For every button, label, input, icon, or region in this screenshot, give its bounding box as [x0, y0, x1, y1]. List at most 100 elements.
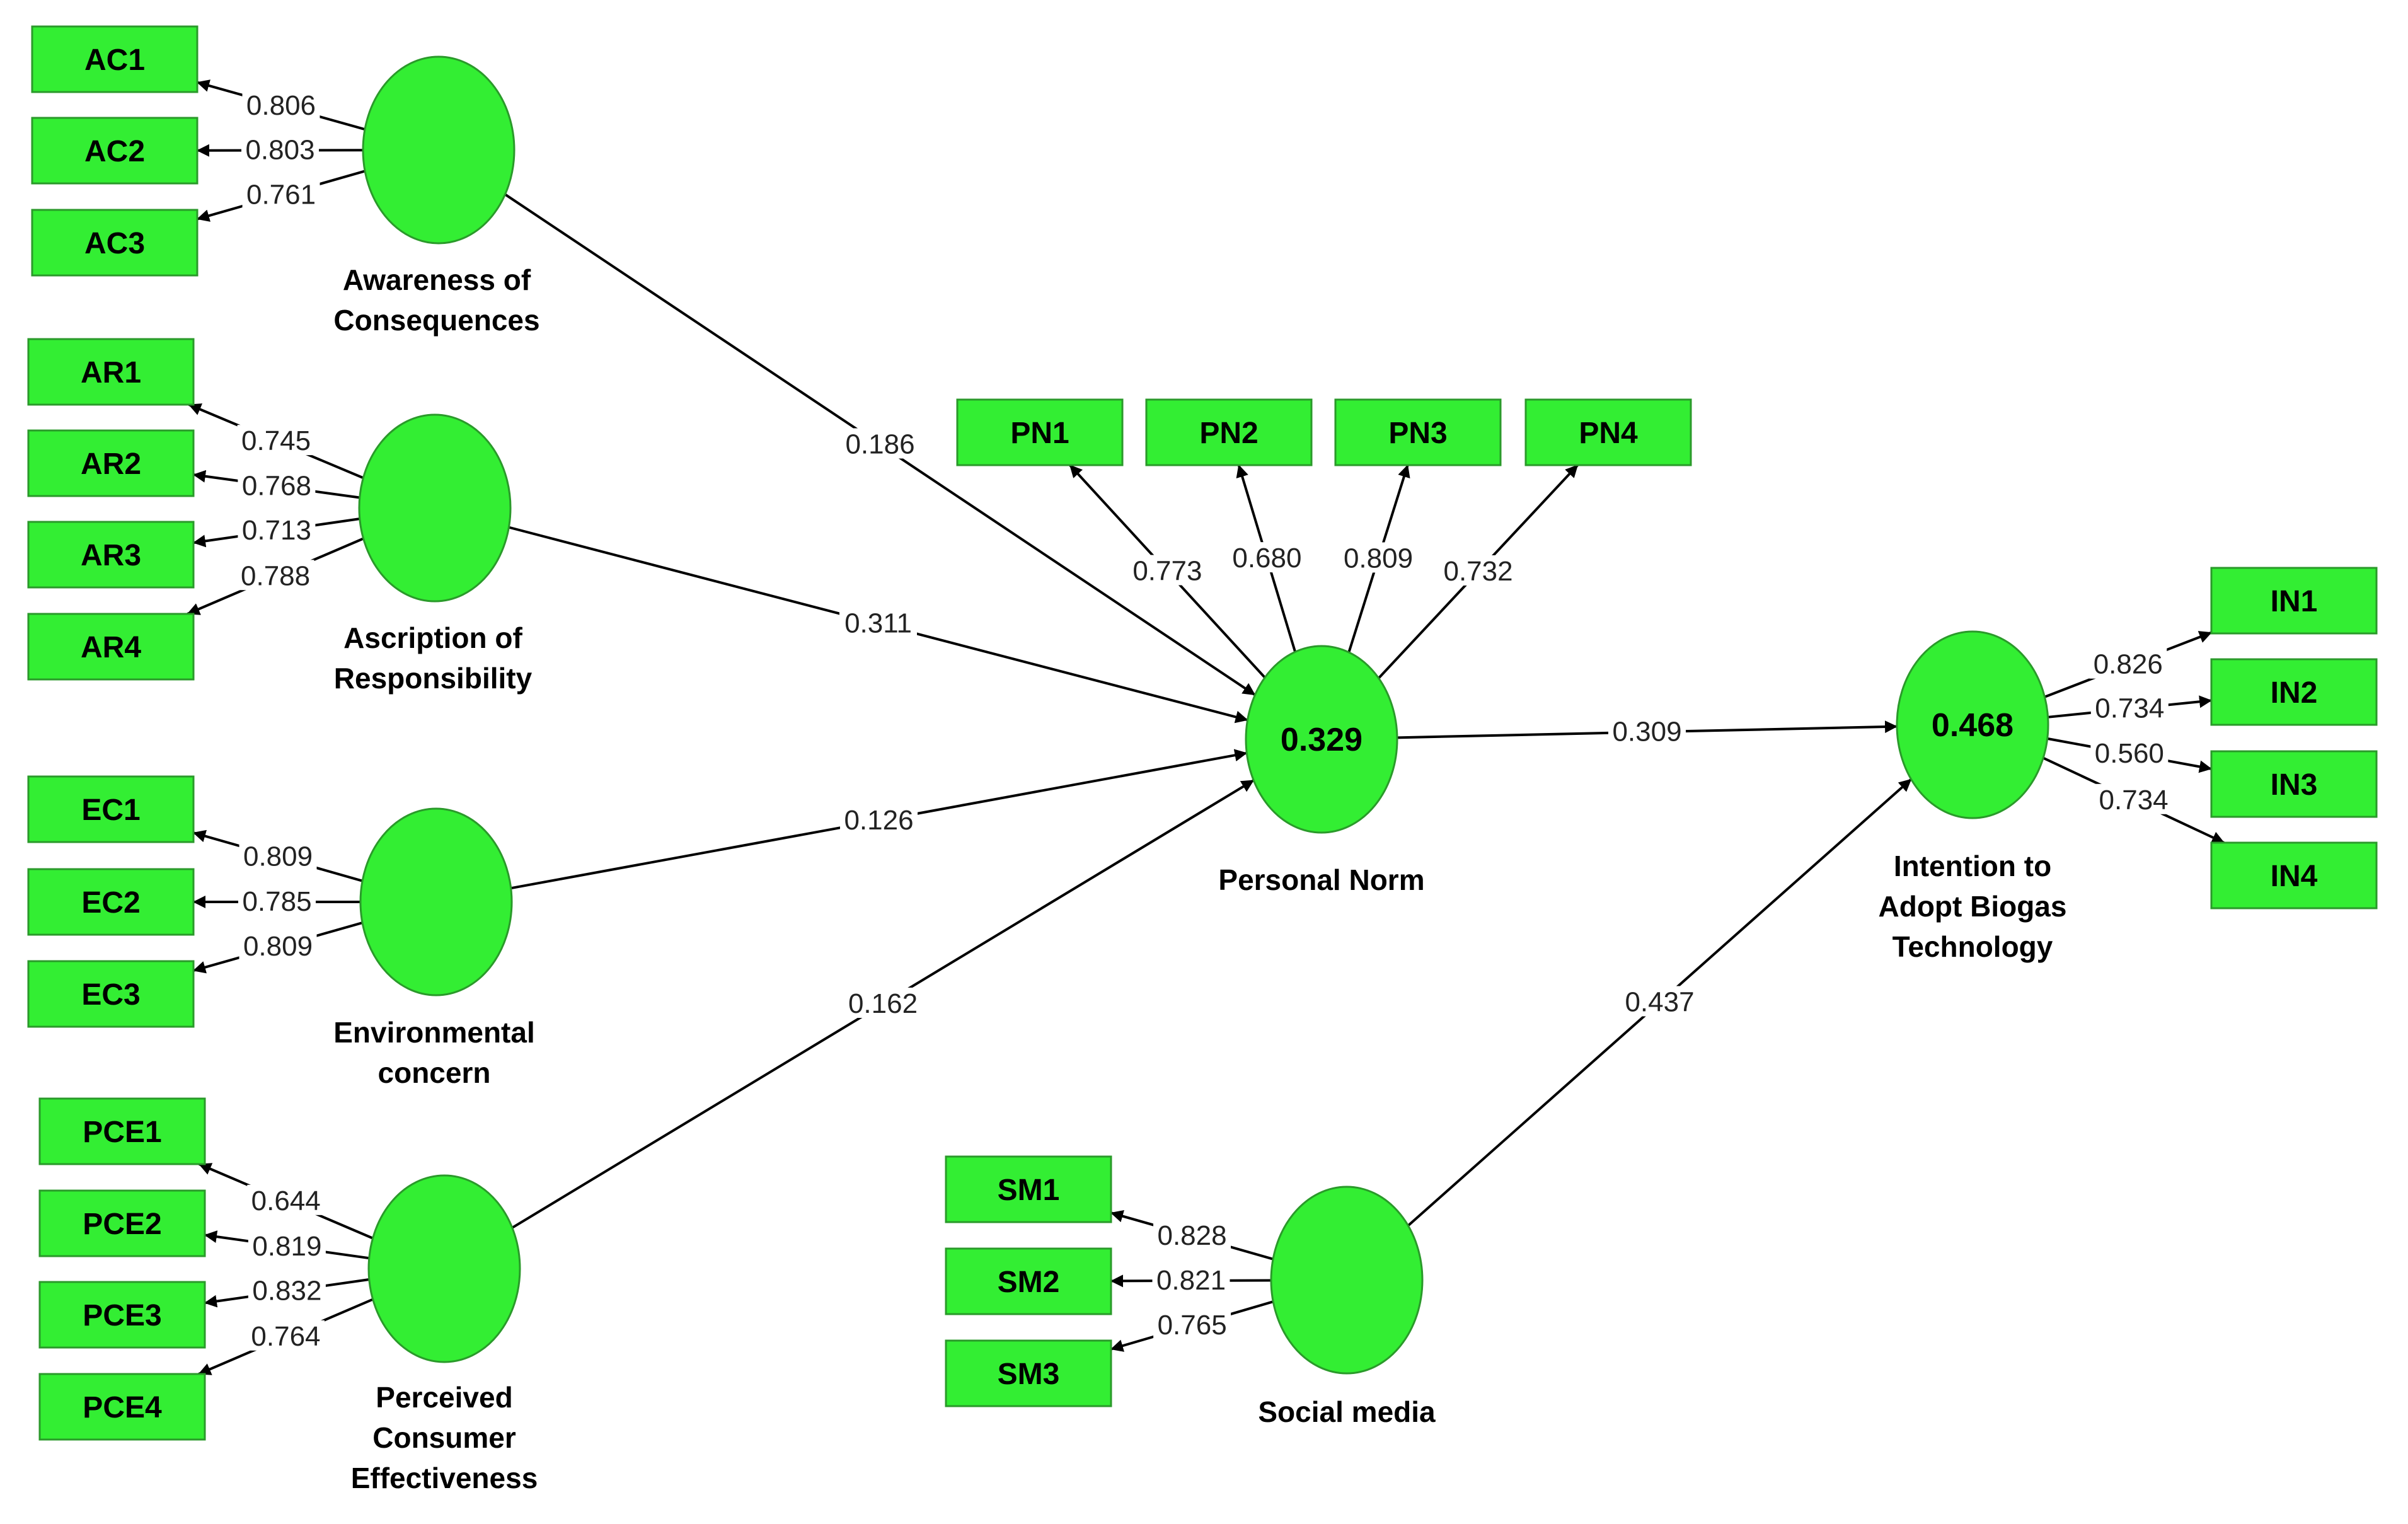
- indicator-box: [27, 613, 195, 681]
- loading-label-ec2-text: 0.785: [242, 886, 311, 917]
- indicator-label: EC1: [81, 794, 140, 827]
- indicator-label: PN3: [1388, 417, 1447, 450]
- loading-label-pn4-background: [1439, 555, 1518, 586]
- construct-ellipse: [1245, 645, 1398, 834]
- path-ac-to-pn-coefficient: 0.186: [841, 428, 919, 460]
- loading-label-pce2-text: 0.819: [252, 1231, 321, 1262]
- indicator-pn2[interactable]: PN2: [1145, 398, 1313, 466]
- construct-ellipse: [1896, 630, 2049, 819]
- indicator-box: [27, 960, 195, 1028]
- construct-sm[interactable]: Social media: [1258, 1186, 1436, 1428]
- indicator-ec1[interactable]: EC1: [27, 775, 195, 843]
- indicator-box: [2210, 567, 2378, 635]
- path-ec-to-pn-coefficient-background: [840, 804, 918, 834]
- path-ac-to-pn-coefficient-text: 0.186: [845, 429, 914, 460]
- construct-name-line: Technology: [1892, 930, 2053, 963]
- indicator-label: AR1: [81, 356, 141, 390]
- indicator-pce2[interactable]: PCE2: [38, 1189, 206, 1257]
- indicator-label: IN4: [2271, 860, 2318, 893]
- path-ec-to-pn-coefficient-text: 0.126: [844, 805, 913, 836]
- construct-name-line: concern: [378, 1056, 491, 1089]
- construct-ec[interactable]: Environmental concern: [333, 807, 535, 1089]
- indicator-in4[interactable]: IN4: [2210, 841, 2378, 909]
- loading-label-ar3: 0.713: [238, 514, 316, 546]
- indicator-ac3[interactable]: AC3: [31, 209, 199, 277]
- loading-label-ec3-text: 0.809: [243, 931, 313, 962]
- indicator-ac2[interactable]: AC2: [31, 117, 199, 185]
- indicator-label: AR2: [81, 447, 141, 481]
- construct-ellipse: [367, 1174, 521, 1363]
- loading-label-ar4-text: 0.788: [241, 560, 310, 591]
- loading-label-pn3-text: 0.809: [1344, 543, 1413, 574]
- indicator-label: AR3: [81, 539, 141, 572]
- path-ec-to-pn-coefficient: 0.126: [840, 804, 918, 836]
- path-sm-to-in-coefficient-background: [1621, 986, 1698, 1017]
- loading-label-ac1-text: 0.806: [246, 90, 316, 121]
- loading-label-ac2: 0.803: [241, 134, 320, 165]
- construct-ellipse: [358, 413, 512, 603]
- path-ar-to-pn-coefficient-text: 0.311: [844, 608, 912, 639]
- indicator-in3[interactable]: IN3: [2210, 750, 2378, 818]
- loading-label-ar2-background: [238, 470, 316, 500]
- indicator-ec2[interactable]: EC2: [27, 868, 195, 936]
- loading-label-ac3-text: 0.761: [246, 179, 316, 210]
- loading-label-ac2-background: [241, 134, 320, 165]
- indicator-ar4[interactable]: AR4: [27, 613, 195, 681]
- loading-label-pn4-text: 0.732: [1443, 556, 1512, 587]
- path-pce-to-pn-coefficient-text: 0.162: [848, 988, 918, 1019]
- indicator-pce4[interactable]: PCE4: [38, 1373, 206, 1441]
- indicator-sm2[interactable]: SM2: [945, 1247, 1112, 1315]
- loading-label-pn1: 0.773: [1128, 555, 1206, 587]
- indicator-box: [38, 1189, 206, 1257]
- loading-label-ar2: 0.768: [238, 470, 316, 501]
- indicator-sm3[interactable]: SM3: [945, 1339, 1112, 1407]
- path-pn-to-in-coefficient-text: 0.309: [1612, 717, 1681, 748]
- indicator-pn1[interactable]: PN1: [956, 398, 1124, 466]
- loading-label-in1-background: [2089, 648, 2167, 679]
- loading-label-in3-background: [2090, 737, 2169, 768]
- construct-name-line: Responsibility: [334, 662, 533, 695]
- construct-name-line: Environmental: [333, 1016, 535, 1049]
- indicator-ar1[interactable]: AR1: [27, 338, 195, 406]
- indicator-pn4[interactable]: PN4: [1524, 398, 1692, 466]
- indicator-label: SM2: [998, 1266, 1060, 1299]
- loading-label-pn1-background: [1128, 555, 1206, 586]
- indicator-in1[interactable]: IN1: [2210, 567, 2378, 635]
- loading-label-pce4-text: 0.764: [251, 1321, 320, 1352]
- loading-label-sm2: 0.821: [1152, 1264, 1230, 1296]
- indicator-label: IN2: [2271, 676, 2318, 710]
- indicator-box: [1145, 398, 1313, 466]
- indicator-ar3[interactable]: AR3: [27, 521, 195, 589]
- indicator-ar2[interactable]: AR2: [27, 429, 195, 497]
- loading-label-pn2-background: [1228, 542, 1306, 573]
- indicator-pce1[interactable]: PCE1: [38, 1097, 206, 1165]
- indicator-in2[interactable]: IN2: [2210, 658, 2378, 726]
- loading-label-ec1-background: [239, 840, 317, 871]
- construct-name-line: Adopt Biogas: [1879, 890, 2067, 923]
- loading-label-in2-text: 0.734: [2095, 693, 2164, 724]
- loading-label-sm1-text: 0.828: [1157, 1220, 1226, 1251]
- indicator-box: [2210, 750, 2378, 818]
- indicator-label: AC3: [84, 227, 145, 260]
- construct-ellipse: [1270, 1186, 1424, 1375]
- loading-label-ec3: 0.809: [239, 930, 317, 962]
- indicator-sm1[interactable]: SM1: [945, 1155, 1112, 1223]
- loading-label-in1: 0.826: [2089, 648, 2167, 680]
- indicator-box: [2210, 841, 2378, 909]
- construct-name-line: Consequences: [333, 304, 539, 337]
- loading-label-in4-background: [2095, 783, 2173, 814]
- construct-name-line: Intention to: [1894, 850, 2051, 882]
- indicator-pn3[interactable]: PN3: [1334, 398, 1502, 466]
- path-pn-to-in-coefficient-background: [1608, 715, 1686, 746]
- indicator-ec3[interactable]: EC3: [27, 960, 195, 1028]
- loading-label-pn2: 0.680: [1228, 542, 1306, 574]
- path-ar-to-pn-coefficient: 0.311: [839, 607, 917, 639]
- indicator-pce3[interactable]: PCE3: [38, 1281, 206, 1349]
- indicator-ac1[interactable]: AC1: [31, 25, 199, 93]
- loading-label-pn1-text: 0.773: [1132, 556, 1202, 587]
